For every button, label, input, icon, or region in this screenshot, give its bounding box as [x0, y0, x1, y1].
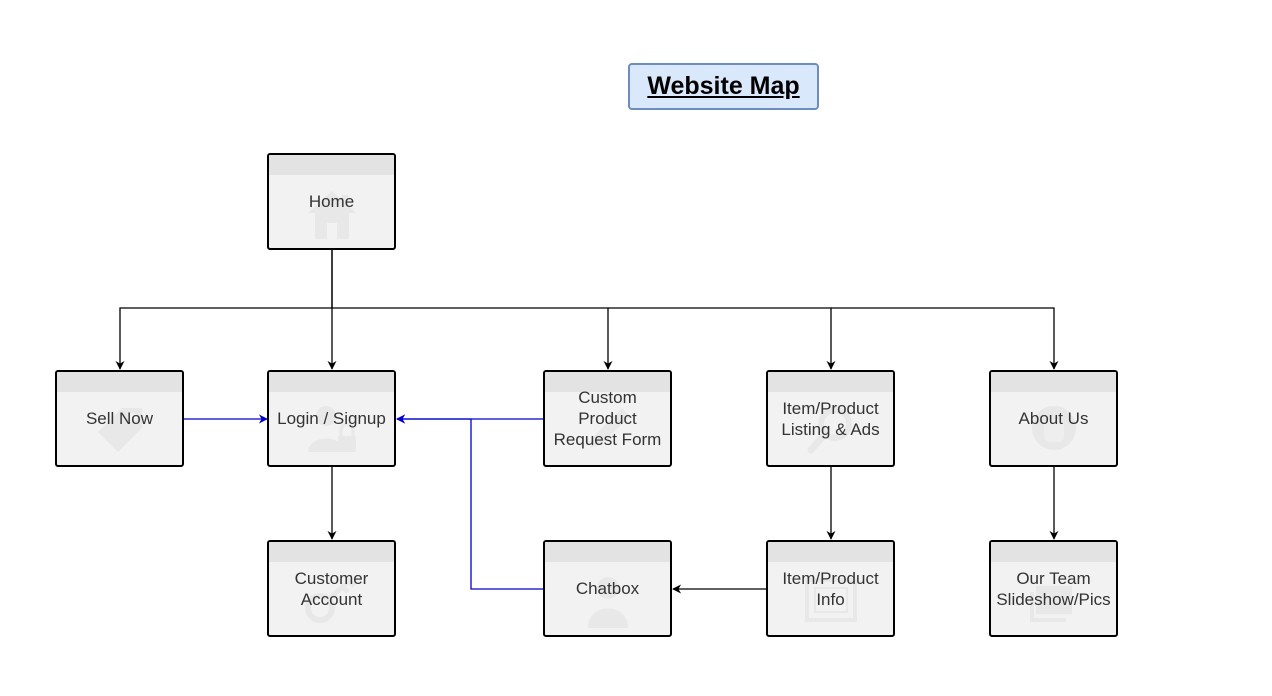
node-header-bar — [545, 372, 670, 392]
node-header-bar — [768, 542, 893, 562]
node-about: About Us — [989, 370, 1118, 467]
diagram-title-box: Website Map — [628, 63, 819, 110]
tag-icon — [97, 407, 142, 452]
node-home: Home — [267, 153, 396, 250]
pencil-icon — [589, 407, 630, 448]
node-label-sell: Sell Now — [85, 409, 154, 428]
node-header-bar — [991, 372, 1116, 392]
picture-frame-icon — [804, 577, 857, 622]
node-team: Our Team Slideshow/Pics — [989, 540, 1118, 637]
node-listing: Item/Product Listing & Ads — [766, 370, 895, 467]
node-chat: Chatbox — [543, 540, 672, 637]
node-label-chat: Chatbox — [575, 579, 640, 598]
node-header-bar — [57, 372, 182, 392]
node-header-bar — [768, 372, 893, 392]
house-icon — [307, 190, 356, 239]
node-label-team: Our Team Slideshow/Pics — [996, 568, 1111, 609]
node-header-bar — [269, 542, 394, 562]
node-header-bar — [545, 542, 670, 562]
node-label-custom: Custom Product Request Form — [553, 388, 662, 449]
diagram-title: Website Map — [647, 72, 800, 100]
node-info: Item/Product Info — [766, 540, 895, 637]
node-custom: Custom Product Request Form — [543, 370, 672, 467]
edge-home-to-sell — [115, 250, 333, 370]
edge-home-to-listing — [608, 307, 836, 370]
slideshow-icon — [1029, 585, 1072, 622]
person-icon — [587, 576, 628, 628]
node-header-bar — [269, 155, 394, 175]
team-icon — [1031, 405, 1076, 450]
edge-home-to-custom — [332, 307, 613, 370]
magnifier-icon — [807, 406, 852, 454]
node-account: Customer Account — [267, 540, 396, 637]
key-icon — [304, 577, 356, 623]
node-header-bar — [991, 542, 1116, 562]
node-label-home: Home — [308, 192, 355, 211]
node-label-about: About Us — [1018, 409, 1089, 428]
node-sell: Sell Now — [55, 370, 184, 467]
node-header-bar — [269, 372, 394, 392]
user-lock-icon — [307, 405, 356, 452]
node-label-listing: Item/Product Listing & Ads — [781, 398, 880, 439]
edge-home-to-about — [831, 307, 1059, 370]
node-label-login: Login / Signup — [277, 409, 386, 428]
node-label-account: Customer Account — [294, 568, 369, 609]
node-login: Login / Signup — [267, 370, 396, 467]
node-label-info: Item/Product Info — [782, 568, 879, 609]
edge-chat-to-login — [396, 414, 543, 590]
